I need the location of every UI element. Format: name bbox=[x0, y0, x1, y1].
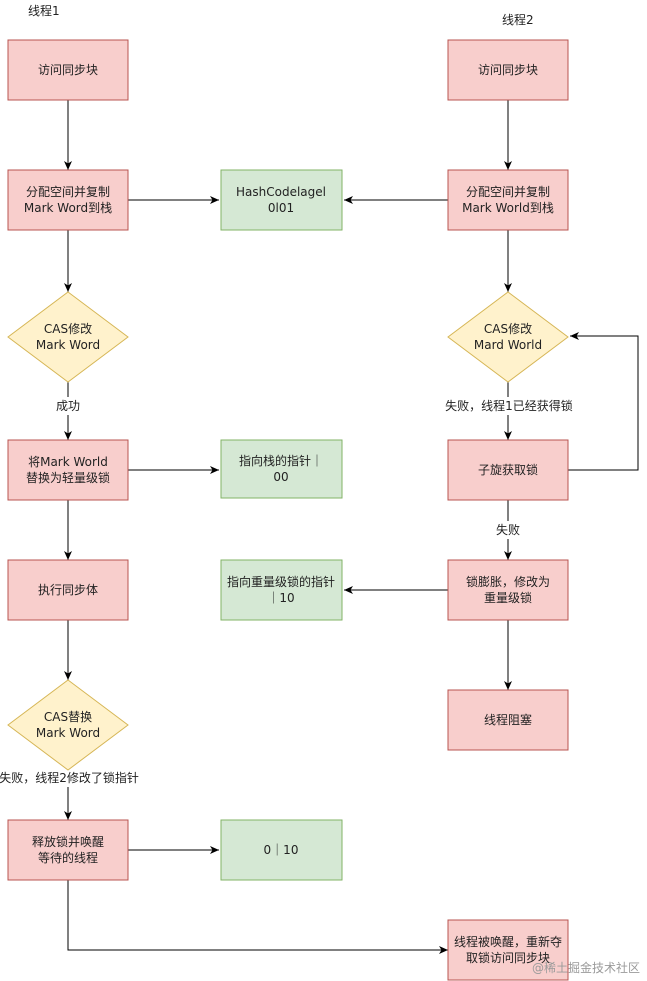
lane-title-thread2: 线程2 bbox=[502, 12, 534, 27]
edge-t1-release-to-wake bbox=[67, 880, 448, 954]
node-label-line: 替换为轻量级锁 bbox=[26, 470, 110, 485]
node-label-line: 访问同步块 bbox=[478, 63, 538, 77]
node-label-line: CAS替换 bbox=[44, 710, 92, 724]
node-label-line: 释放锁并唤醒 bbox=[32, 834, 104, 849]
node-label-line: Mark Word到栈 bbox=[24, 200, 112, 215]
node-hashcode[interactable]: HashCodelagel 0l01 bbox=[220, 169, 343, 231]
node-label-line: Mard World bbox=[474, 338, 542, 352]
node-label-line: ｜10 bbox=[267, 591, 294, 605]
node-label-line: 等待的线程 bbox=[38, 850, 98, 865]
node-label-line: 指向栈的指针｜ bbox=[239, 453, 323, 468]
edge-label-t2-fail: 失败 bbox=[496, 522, 520, 537]
node-t2-cas-modify[interactable]: CAS修改 Mard World bbox=[447, 291, 569, 383]
node-t2-spin-acquire[interactable]: 子旋获取锁 bbox=[447, 439, 569, 501]
edge-t2-spin-loop-to-cas bbox=[568, 332, 639, 471]
node-t2-access-sync-block[interactable]: 访问同步块 bbox=[447, 39, 569, 101]
svg-text:0｜10: 0｜10 bbox=[264, 843, 299, 857]
node-label-line: 子旋获取锁 bbox=[478, 462, 538, 477]
svg-text:访问同步块: 访问同步块 bbox=[38, 63, 98, 77]
node-label-line: 分配空间并复制 bbox=[26, 185, 110, 199]
node-label-line: 执行同步体 bbox=[38, 583, 98, 597]
node-t2-lock-inflate[interactable]: 锁膨胀，修改为重量级锁 bbox=[447, 559, 569, 621]
node-label-line: HashCodelagel bbox=[236, 185, 326, 199]
node-label-line: Mark Word bbox=[36, 338, 100, 352]
svg-text:线程被唤醒，重新夺取锁访问同步块: 线程被唤醒，重新夺取锁访问同步块 bbox=[454, 934, 562, 965]
svg-text:线程阻塞: 线程阻塞 bbox=[484, 712, 532, 727]
svg-text:指向栈的指针｜00: 指向栈的指针｜ 00 bbox=[239, 453, 323, 484]
node-zero-ten[interactable]: 0｜10 bbox=[220, 819, 343, 881]
svg-text:子旋获取锁: 子旋获取锁 bbox=[478, 462, 538, 477]
node-t1-cas-replace[interactable]: CAS替换 Mark Word bbox=[7, 679, 129, 771]
node-t1-release-and-wake[interactable]: 释放锁并唤醒等待的线程 bbox=[7, 819, 129, 881]
edge-label-t1-fail-modified: 失败，线程2修改了锁指针 bbox=[0, 770, 139, 785]
node-t1-cas-modify[interactable]: CAS修改 Mark Word bbox=[7, 291, 129, 383]
node-label-line: CAS修改 bbox=[44, 321, 92, 336]
node-stack-pointer[interactable]: 指向栈的指针｜ 00 bbox=[220, 439, 343, 499]
svg-text:访问同步块: 访问同步块 bbox=[478, 63, 538, 77]
node-t2-thread-block[interactable]: 线程阻塞 bbox=[447, 689, 569, 751]
node-label-line: 取锁访问同步块 bbox=[466, 950, 550, 965]
node-label-line: CAS修改 bbox=[484, 321, 532, 336]
node-t1-access-sync-block[interactable]: 访问同步块 bbox=[7, 39, 129, 101]
node-label-line: 0l01 bbox=[268, 201, 294, 215]
svg-text:锁膨胀，修改为重量级锁: 锁膨胀，修改为重量级锁 bbox=[466, 574, 550, 605]
node-label-line: 线程被唤醒，重新夺 bbox=[454, 934, 562, 949]
node-label-line: 重量级锁 bbox=[484, 590, 532, 605]
node-label-line: 分配空间并复制 bbox=[466, 185, 550, 199]
svg-text:指向重量级锁的指针｜10: 指向重量级锁的指针 ｜10 bbox=[227, 574, 335, 605]
node-label-line: 0｜10 bbox=[264, 843, 299, 857]
node-heavyweight-pointer[interactable]: 指向重量级锁的指针 ｜10 bbox=[220, 559, 343, 621]
edge-labels: 成功 失败，线程1已经获得锁 失败 失败，线程2修改了锁指针 bbox=[0, 397, 576, 787]
node-label-line: 00 bbox=[273, 470, 288, 484]
edge-label-success: 成功 bbox=[56, 399, 80, 413]
watermark: @稀土掘金技术社区 bbox=[532, 960, 640, 975]
node-label-line: 指向重量级锁的指针 bbox=[227, 574, 335, 589]
node-t2-woken-reacquire[interactable]: 线程被唤醒，重新夺取锁访问同步块 bbox=[447, 919, 569, 981]
svg-text:释放锁并唤醒等待的线程: 释放锁并唤醒等待的线程 bbox=[32, 834, 104, 865]
node-label-line: Mark Word bbox=[36, 726, 100, 740]
node-label-line: 访问同步块 bbox=[38, 63, 98, 77]
svg-text:执行同步体: 执行同步体 bbox=[38, 583, 98, 597]
node-label-line: 锁膨胀，修改为 bbox=[466, 574, 550, 589]
node-label-line: 线程阻塞 bbox=[484, 712, 532, 727]
node-label-line: Mark World到栈 bbox=[462, 200, 554, 215]
edge-label-t2-fail-holds: 失败，线程1已经获得锁 bbox=[445, 398, 573, 413]
node-label-line: 将Mark World bbox=[28, 455, 108, 469]
lane-title-thread1: 线程1 bbox=[28, 3, 60, 18]
node-t1-execute-sync-body[interactable]: 执行同步体 bbox=[7, 559, 129, 621]
